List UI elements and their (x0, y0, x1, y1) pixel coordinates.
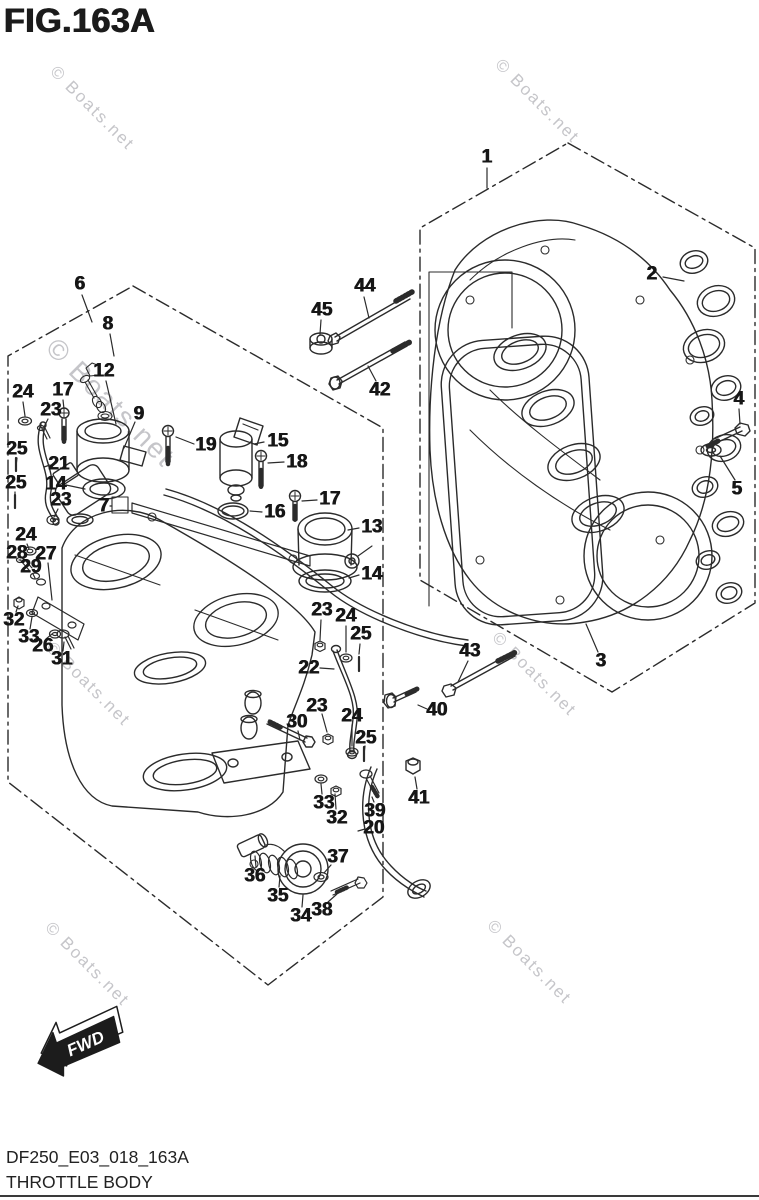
spacer-cylinder-36 (236, 833, 269, 858)
return-spring-35 (249, 850, 299, 880)
leader-line-17 (62, 399, 65, 410)
leader-line-2 (662, 276, 685, 282)
leader-line-6 (81, 294, 93, 323)
nut-41 (405, 757, 421, 775)
lower-bracket-plate (211, 740, 311, 784)
leader-line-42 (367, 365, 377, 382)
manifold-seal-outline (440, 335, 604, 626)
footer: DF250_E03_018_163A THROTTLE BODY (6, 1145, 189, 1195)
iac-valve-assembly (76, 362, 147, 500)
leader-line-32 (15, 605, 19, 613)
link-arm-22 (332, 649, 359, 753)
leader-line-12 (105, 380, 117, 425)
leader-line-3 (585, 623, 599, 653)
leader-line-14 (65, 484, 86, 490)
leader-line-41 (414, 776, 418, 790)
intake-manifold-drawing (428, 219, 751, 626)
throttle-body-drawing (13, 362, 469, 899)
leader-line-23 (319, 619, 322, 641)
leader-lines (14, 167, 741, 908)
o-ring-16 (217, 502, 249, 520)
leader-line-23 (53, 508, 59, 518)
fwd-arrow: FWD (37, 1005, 124, 1077)
leader-line-37 (323, 864, 332, 874)
gasket-ring-chain (679, 249, 745, 605)
leader-line-33 (320, 783, 323, 795)
bolt-40 (383, 686, 420, 709)
throttle-body-dashed-box (7, 285, 384, 986)
leader-line-8 (109, 333, 115, 357)
leader-line-9 (123, 421, 136, 449)
figure-title: FIG.163A (4, 2, 156, 40)
leader-line-30 (297, 730, 301, 741)
flange-nut-45 (309, 332, 333, 355)
small-fasteners-center (313, 640, 381, 896)
leader-line-36 (254, 855, 257, 868)
leader-line-16 (249, 510, 263, 513)
figure-code: DF250_E03_018_163A (6, 1147, 189, 1167)
leader-line-29 (32, 573, 36, 579)
leader-line-40 (417, 704, 428, 710)
bolt-43 (441, 649, 519, 698)
screw-19 (161, 424, 175, 467)
leader-line-14 (348, 574, 360, 579)
leader-line-20 (357, 828, 366, 832)
intake-manifold-dashed-box (419, 142, 756, 693)
leader-line-38 (327, 893, 338, 903)
leader-line-4 (738, 408, 741, 425)
throttle-body-13 (292, 512, 373, 593)
small-fasteners-left (13, 416, 85, 650)
rollers-and-bolt-30 (240, 689, 316, 748)
leader-line-34 (301, 894, 304, 908)
leader-line-15 (253, 441, 265, 445)
screw-17-top (58, 407, 70, 445)
intake-runners (493, 332, 625, 534)
leader-line-22 (319, 667, 335, 670)
leader-line-39 (371, 796, 375, 803)
figure-name: THROTTLE BODY (6, 1172, 153, 1192)
leader-line-35 (278, 875, 281, 888)
leader-line-26 (45, 633, 53, 640)
leader-line-18 (267, 461, 285, 464)
leader-line-23 (321, 713, 328, 733)
mounting-bolt-44 (327, 289, 415, 346)
map-sensor (52, 462, 129, 527)
screw-18 (254, 449, 268, 490)
leader-line-25 (363, 745, 366, 755)
bottom-rule (0, 1195, 759, 1197)
leader-line-25 (15, 457, 18, 467)
leader-line-5 (719, 455, 736, 481)
leader-line-13 (347, 527, 360, 531)
leader-line-17 (301, 499, 318, 502)
leader-line-33 (29, 616, 33, 630)
link-arm-21 (37, 422, 60, 522)
leader-line-27 (47, 562, 53, 601)
mounting-bolt-42 (328, 339, 413, 391)
throttle-rod-20 (362, 766, 431, 899)
leader-line-24 (22, 401, 26, 417)
solenoid-valve-15 (219, 417, 264, 502)
leader-line-25 (358, 643, 361, 655)
leader-line-43 (457, 660, 469, 683)
leader-line-31 (62, 641, 65, 652)
leader-line-45 (319, 319, 322, 335)
leader-line-44 (363, 296, 370, 319)
leader-line-19 (175, 436, 195, 445)
leader-line-23 (43, 418, 49, 428)
leader-line-21 (43, 464, 51, 468)
leader-line-24 (26, 543, 30, 550)
leader-line-32 (334, 793, 337, 810)
screw-17-mid (288, 489, 302, 524)
manifold-washer-5 (700, 443, 722, 457)
